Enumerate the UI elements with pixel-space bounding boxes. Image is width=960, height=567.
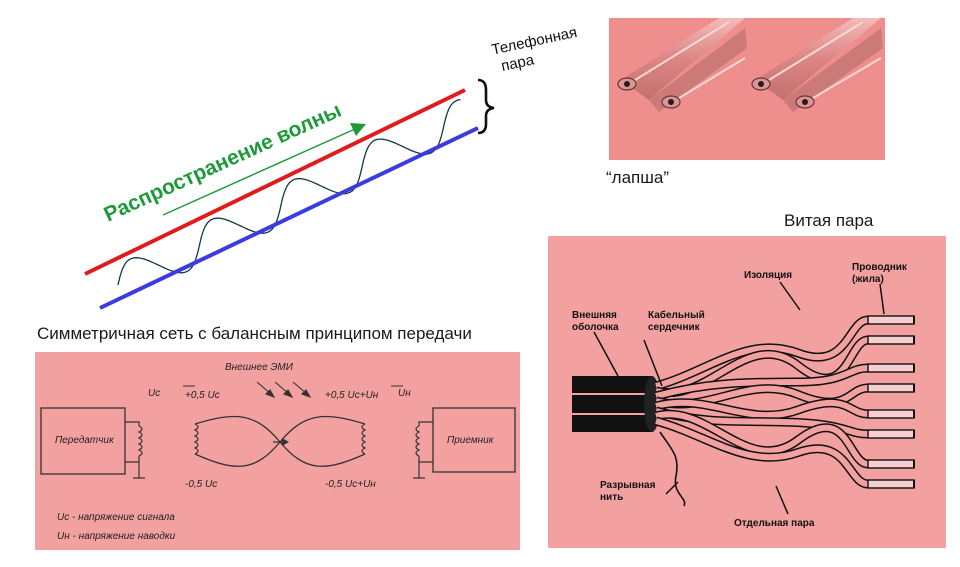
wave-propagation-diagram: Распространение волны bbox=[84, 78, 495, 310]
flat-cable-right bbox=[751, 18, 883, 112]
conductor-tip bbox=[867, 335, 915, 345]
flat-cable-left bbox=[617, 18, 747, 112]
conductor-tip bbox=[867, 459, 915, 469]
ripcord-label: Разрывная нить bbox=[600, 480, 655, 504]
propagation-arrow bbox=[162, 128, 356, 216]
wire-bundle bbox=[654, 315, 915, 489]
legend-un: Uн - напряжение наводки bbox=[57, 531, 176, 542]
wire-insulation bbox=[655, 411, 869, 467]
minus-uc-un-label: -0,5 Uc+Uн bbox=[325, 479, 376, 490]
transmitter-box bbox=[40, 407, 126, 475]
lapsha-photo bbox=[609, 18, 885, 160]
sheath-line2: оболочка bbox=[572, 322, 619, 333]
symmetric-schematic bbox=[40, 381, 516, 479]
receiver-coil bbox=[413, 421, 433, 479]
lapsha-caption: “лапша” bbox=[606, 168, 669, 187]
sheath-line1: Внешняя bbox=[572, 310, 617, 321]
emi-label: Внешнее ЭМИ bbox=[225, 362, 293, 373]
wire-insulation bbox=[655, 365, 869, 399]
wire-insulation bbox=[655, 399, 869, 419]
ripcord-line1: Разрывная bbox=[600, 480, 656, 491]
pair-brace bbox=[477, 78, 495, 135]
uc-label: Uc bbox=[148, 388, 161, 399]
conductor-line1: Проводник bbox=[852, 262, 907, 273]
conductor-line2: (жила) bbox=[852, 274, 884, 285]
wave-curve bbox=[117, 98, 461, 286]
minus-uc-label: -0,5 Uc bbox=[185, 479, 218, 490]
emi-arrows bbox=[256, 381, 312, 399]
blue-wire bbox=[99, 126, 479, 310]
symmetric-panel: Передатчик Приемник Uc Uн Внешнее ЭМИ +0… bbox=[35, 352, 520, 550]
red-wire bbox=[84, 88, 466, 276]
receiver-label: Приемник bbox=[447, 435, 494, 446]
plus-uc-label: +0,5 Uc bbox=[185, 390, 220, 401]
legend-uc: Uc - напряжение сигнала bbox=[57, 512, 175, 523]
conductor-label: Проводник (жила) bbox=[852, 262, 907, 286]
single-pair-label: Отдельная пара bbox=[734, 518, 815, 529]
core-line1: Кабельный bbox=[648, 310, 705, 321]
symmetric-caption: Симметричная сеть с балансным принципом … bbox=[37, 324, 472, 343]
un-label: Uн bbox=[398, 388, 411, 399]
wire-insulation bbox=[655, 418, 869, 487]
wire-insulation bbox=[655, 317, 869, 389]
core-label: Кабельный сердечник bbox=[648, 310, 705, 334]
ripcord-line2: нить bbox=[600, 492, 624, 503]
core-line2: сердечник bbox=[648, 322, 700, 333]
twisted-pair-caption: Витая пара bbox=[784, 211, 874, 230]
insulation-label: Изоляция bbox=[744, 270, 793, 281]
conductor-tip bbox=[867, 383, 915, 393]
transmitter-coil bbox=[125, 421, 145, 479]
transmitter-label: Передатчик bbox=[55, 435, 114, 446]
propagation-arrow-head bbox=[350, 123, 366, 136]
conductor-tip bbox=[867, 363, 915, 373]
twisted-pair-panel: Изоляция Проводник (жила) Внешняя оболоч… bbox=[548, 236, 946, 548]
conductor-tip bbox=[867, 479, 915, 489]
line-coil-left bbox=[193, 423, 199, 455]
line-coil-right bbox=[361, 423, 367, 455]
outer-sheath-shape bbox=[572, 376, 652, 432]
ripcord-shape bbox=[659, 431, 686, 507]
twisted-line-bottom bbox=[194, 415, 366, 467]
flat-cable-illustration bbox=[617, 18, 883, 112]
plus-uc-un-label: +0,5 Uc+Uн bbox=[325, 390, 379, 401]
conductor-tip bbox=[867, 429, 915, 439]
conductor-tip bbox=[867, 315, 915, 325]
conductor-tip bbox=[867, 409, 915, 419]
sheath-label: Внешняя оболочка bbox=[572, 310, 619, 334]
receiver-box bbox=[432, 407, 516, 473]
twisted-pair-illustration bbox=[572, 281, 915, 515]
